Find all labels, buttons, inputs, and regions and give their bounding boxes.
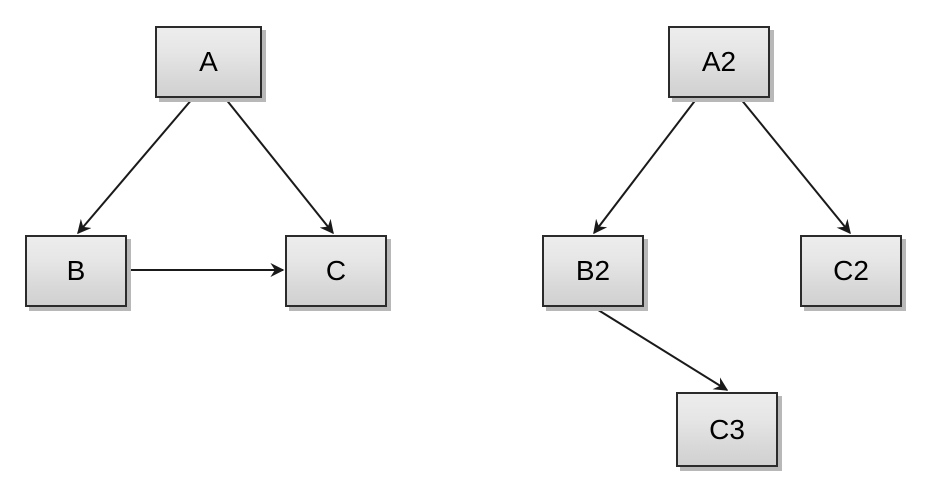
- node-c[interactable]: C: [285, 235, 387, 307]
- node-c2[interactable]: C2: [800, 235, 902, 307]
- node-label: A2: [701, 46, 737, 77]
- node-label: C2: [833, 255, 869, 286]
- edge-a-to-c[interactable]: [224, 97, 334, 235]
- node-a[interactable]: A: [155, 26, 262, 98]
- node-c3[interactable]: C3: [676, 392, 778, 467]
- edge-a2-to-c2[interactable]: [739, 97, 851, 235]
- edge-a2-to-b2[interactable]: [593, 97, 698, 235]
- node-b[interactable]: B: [25, 235, 127, 307]
- edge-a-to-b[interactable]: [77, 97, 194, 235]
- node-label: A: [199, 46, 218, 77]
- edge-b2-to-c3[interactable]: [594, 307, 729, 391]
- node-label: B2: [575, 255, 611, 286]
- node-b2[interactable]: B2: [542, 235, 644, 307]
- node-label: B: [66, 255, 86, 286]
- node-a2[interactable]: A2: [668, 26, 770, 98]
- node-label: C: [325, 255, 347, 286]
- node-label: C3: [709, 413, 745, 445]
